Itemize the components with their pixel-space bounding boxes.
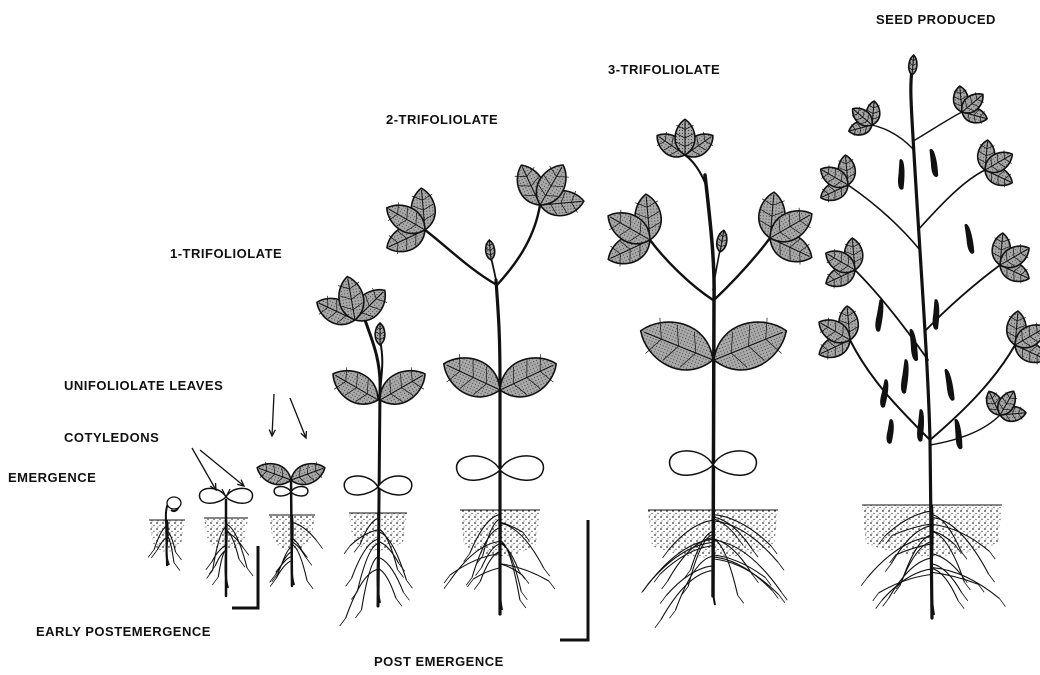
label-post-emergence: POST EMERGENCE <box>374 654 504 669</box>
label-emergence: EMERGENCE <box>8 470 96 485</box>
leaf <box>326 361 386 412</box>
seed-coat <box>167 497 181 509</box>
seed-pod <box>886 419 895 443</box>
stem <box>930 345 1015 440</box>
bracket-early-postemergence <box>232 546 258 608</box>
seed-pod <box>945 369 955 401</box>
label-cotyledons: COTYLEDONS <box>64 430 159 445</box>
leaf <box>254 459 294 490</box>
stem <box>650 240 713 300</box>
seed-pod <box>932 300 940 330</box>
pointer-arrow <box>290 398 306 438</box>
seed-pod <box>930 149 938 177</box>
leaf <box>436 348 507 407</box>
leaf <box>908 55 918 76</box>
cotyledon <box>378 476 412 495</box>
stem <box>872 125 914 150</box>
stem <box>918 170 985 230</box>
cotyledon <box>500 456 543 480</box>
label-2-trifoliolate: 2-TRIFOLIOLATE <box>386 112 498 127</box>
stem <box>915 112 962 140</box>
label-3-trifoliolate: 3-TRIFOLIOLATE <box>608 62 720 77</box>
stem <box>380 340 382 392</box>
stem <box>291 478 292 586</box>
leaf <box>375 323 385 345</box>
pointer-arrow <box>269 394 275 436</box>
label-1-trifoliolate: 1-TRIFOLIOLATE <box>170 246 282 261</box>
leaf <box>485 240 496 261</box>
label-unifoliolate-leaves: UNIFOLIOLATE LEAVES <box>64 378 223 393</box>
cotyledon <box>291 486 308 495</box>
leaf <box>675 119 695 155</box>
leaf <box>632 310 721 381</box>
leaf <box>288 459 328 490</box>
label-seed-produced: SEED PRODUCED <box>876 12 996 27</box>
cotyledon <box>670 451 713 475</box>
stem <box>848 185 920 250</box>
stem <box>425 230 497 285</box>
seed-pod <box>879 379 890 407</box>
pointer-arrow <box>192 448 216 490</box>
seed-pod <box>955 419 962 449</box>
seed-pod <box>874 300 885 332</box>
seed-pod <box>898 160 905 190</box>
cotyledon <box>274 486 291 495</box>
seed-pod <box>910 329 918 361</box>
leaf <box>706 310 795 381</box>
leaf <box>492 348 563 407</box>
leaf <box>715 229 728 252</box>
pointer-arrow <box>200 450 244 486</box>
bracket-post-emergence <box>560 520 588 640</box>
label-early-postemergence: EARLY POSTEMERGENCE <box>36 624 211 639</box>
cotyledon <box>713 451 756 475</box>
stem <box>685 155 706 185</box>
seed-pod <box>900 360 910 394</box>
cotyledon <box>226 488 253 503</box>
seed-pod <box>917 410 926 442</box>
stem <box>496 280 500 614</box>
cotyledon <box>344 476 378 495</box>
cotyledon <box>199 488 226 503</box>
seed-pod <box>965 224 974 254</box>
stem <box>497 205 540 285</box>
cotyledon <box>457 456 500 480</box>
